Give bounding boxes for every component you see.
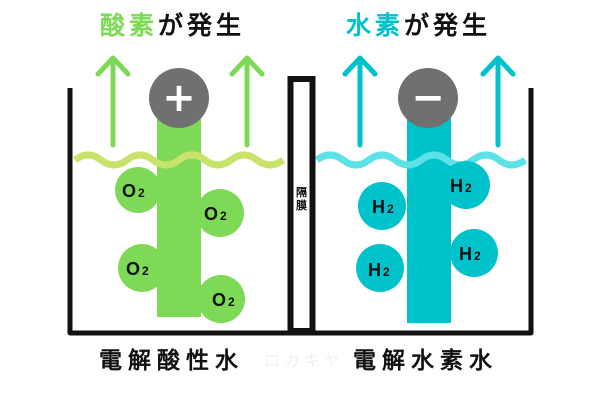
acidic-water-label: 電解酸性水 (99, 347, 244, 374)
left-title: 酸素が発生 (100, 11, 245, 40)
water-surface-right (314, 151, 528, 169)
svg-text:+: + (162, 75, 196, 121)
cathode-electrode (407, 105, 451, 323)
up-arrow-icon (95, 55, 131, 148)
minus-electrode-icon: − (398, 68, 458, 128)
svg-text:−: − (411, 75, 445, 121)
anode-electrode (157, 105, 201, 317)
water-surface-left (72, 151, 286, 169)
membrane-label: 隔膜 (296, 185, 307, 212)
up-arrow-icon (480, 55, 516, 148)
plus-electrode-icon: + (149, 68, 209, 128)
up-arrow-icon (229, 55, 265, 148)
membrane (287, 76, 316, 334)
right-title: 水素が発生 (346, 11, 491, 40)
watermark: ロカキヤ (264, 351, 344, 370)
hydrogen-water-label: 電解水素水 (353, 347, 498, 374)
up-arrow-icon (342, 55, 378, 148)
